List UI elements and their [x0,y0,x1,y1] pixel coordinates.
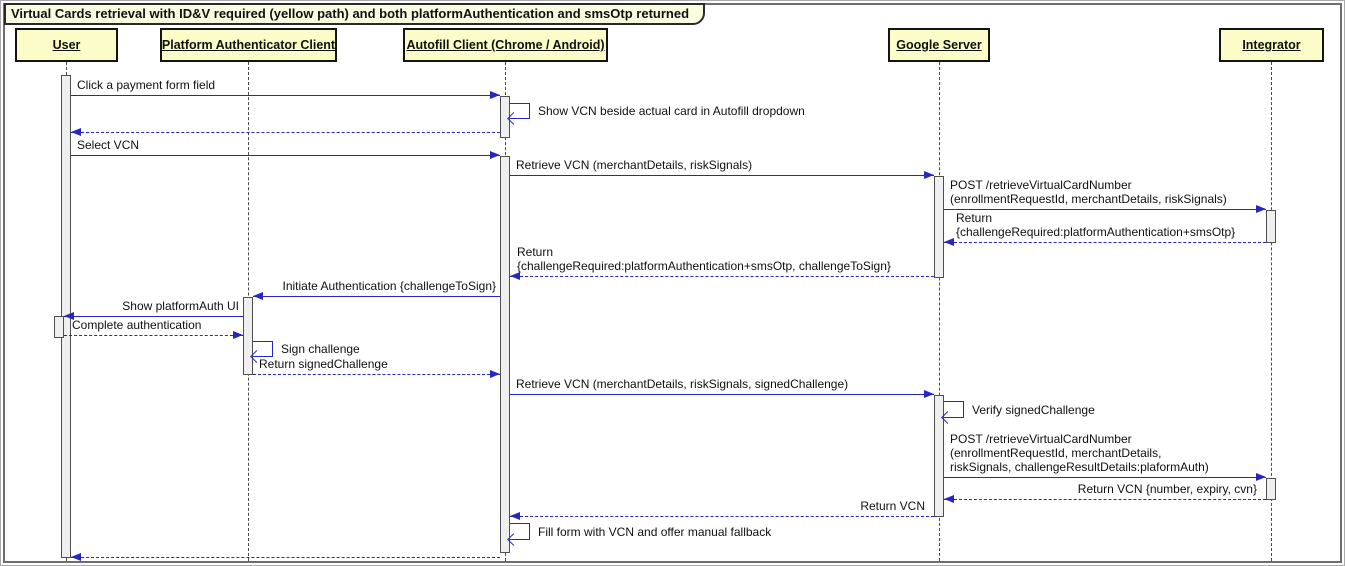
message-arrow [71,557,500,558]
activation-bar-google-server [934,395,944,517]
participant-autofill-client: Autofill Client (Chrome / Android) [403,28,608,62]
diagram-title-tab: Virtual Cards retrieval with ID&V requir… [4,3,706,25]
message-arrow [64,316,243,317]
activation-bar-autofill-client [500,96,510,138]
message-label: Click a payment form field [77,78,216,92]
message-label: Return VCN {number, expiry, cvn} [1077,482,1257,496]
message-label: Return {challengeRequired:platformAuthen… [517,245,891,273]
message-arrow [510,394,934,395]
lifeline-google-server [939,62,940,561]
message-arrow [253,374,500,375]
message-arrow [944,209,1266,210]
arrowhead-icon [924,171,934,179]
message-arrow [510,175,934,176]
arrowhead-icon [490,151,500,159]
activation-bar-google-server [934,176,944,278]
message-label: Show platformAuth UI [122,299,239,313]
message-arrow [71,155,500,156]
participant-label: Platform Authenticator Client [161,38,336,52]
message-label: Initiate Authentication {challengeToSign… [282,279,497,293]
arrowhead-icon [924,390,934,398]
self-message-loop [944,401,964,418]
message-arrow [510,276,934,277]
activation-bar-autofill-client [500,156,510,553]
arrowhead-icon [253,292,263,300]
message-arrow [944,242,1266,243]
participant-integrator: Integrator [1219,28,1324,62]
activation-bar-integrator [1266,478,1276,500]
participant-label: Autofill Client (Chrome / Android) [406,38,605,52]
message-arrow [64,335,243,336]
message-label: Retrieve VCN (merchantDetails, riskSigna… [516,158,753,172]
message-label: Retrieve VCN (merchantDetails, riskSigna… [516,377,849,391]
arrowhead-icon [510,272,520,280]
self-message-loop [253,341,273,357]
arrowhead-icon [1256,473,1266,481]
participant-label: Google Server [896,38,982,52]
message-label: POST /retrieveVirtualCardNumber (enrollm… [950,178,1227,206]
message-label: Return VCN [860,499,925,513]
message-label: Show VCN beside actual card in Autofill … [538,104,805,118]
arrowhead-icon [71,553,81,561]
message-label: Select VCN [77,138,140,152]
arrowhead-icon [1256,205,1266,213]
activation-bar-platform-authenticator-client [243,297,253,375]
diagram-title: Virtual Cards retrieval with ID&V requir… [11,6,690,21]
message-arrow [510,516,934,517]
self-message-loop [510,523,530,540]
self-message-loop [510,103,530,119]
message-arrow [253,296,500,297]
participant-user: User [15,28,118,62]
arrowhead-icon [64,312,74,320]
message-arrow [944,477,1266,478]
message-label: Verify signedChallenge [972,402,1095,417]
message-label: Sign challenge [281,342,360,356]
activation-bar-user [54,316,64,338]
message-arrow [71,132,500,133]
participant-google-server: Google Server [888,28,990,62]
arrowhead-icon [490,370,500,378]
arrowhead-icon [71,128,81,136]
message-label: Complete authentication [72,318,202,332]
activation-bar-integrator [1266,210,1276,243]
arrowhead-icon [944,495,954,503]
message-label: Return signedChallenge [259,357,388,371]
arrowhead-icon [490,91,500,99]
message-arrow [944,499,1266,500]
message-label: Return {challengeRequired:platformAuthen… [956,211,1236,239]
arrowhead-icon [233,331,243,339]
participant-label: Integrator [1242,38,1301,52]
message-label: POST /retrieveVirtualCardNumber (enrollm… [950,432,1209,474]
arrowhead-icon [944,238,954,246]
message-label: Fill form with VCN and offer manual fall… [538,524,772,539]
arrowhead-icon [510,512,520,520]
message-arrow [71,95,500,96]
participant-label: User [52,38,81,52]
participant-platform-authenticator-client: Platform Authenticator Client [160,28,337,62]
lifeline-integrator [1271,62,1272,561]
